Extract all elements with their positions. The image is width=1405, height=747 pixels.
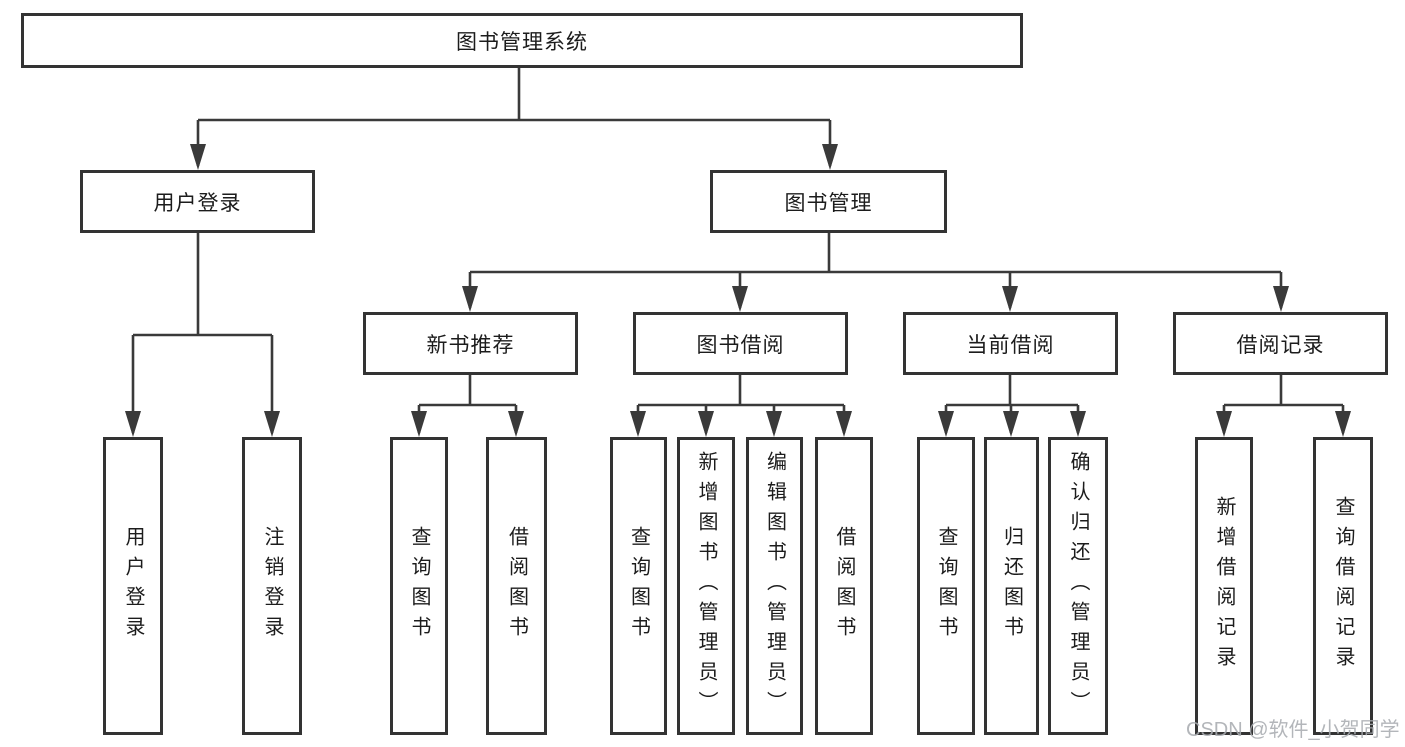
leaf-edit-book-admin: 编辑图书（管理员） [746,437,803,735]
leaf-confirm-return-admin: 确认归还（管理员） [1048,437,1108,735]
node-label: 借阅图书 [833,526,855,646]
node-book-management: 图书管理 [710,170,947,233]
node-label: 借阅图书 [505,526,528,646]
leaf-add-book-admin: 新增图书（管理员） [677,437,735,735]
node-label: 查询图书 [627,526,650,646]
node-label: 新增图书（管理员） [695,451,717,721]
leaf-return-book: 归还图书 [984,437,1039,735]
node-book-borrow: 图书借阅 [633,312,848,375]
leaf-borrow-books: 借阅图书 [815,437,873,735]
leaf-query-books-borrow: 查询图书 [610,437,667,735]
leaf-query-books-recommend: 查询图书 [390,437,448,735]
node-label: 图书管理 [784,191,873,215]
node-label: 查询图书 [935,526,957,646]
node-label: 图书借阅 [696,333,785,357]
node-label: 归还图书 [1000,526,1023,646]
node-label: 图书管理系统 [456,30,588,54]
leaf-logout: 注销登录 [242,437,302,735]
node-root: 图书管理系统 [21,13,1023,68]
arrowheads [125,144,1351,437]
node-label: 用户登录 [122,526,144,646]
node-label: 查询借阅记录 [1332,496,1354,676]
node-label: 确认归还（管理员） [1067,451,1089,721]
node-label: 新增借阅记录 [1213,496,1235,676]
node-label: 编辑图书（管理员） [763,451,786,721]
leaf-query-borrow-record: 查询借阅记录 [1313,437,1373,735]
leaf-query-books-current: 查询图书 [917,437,975,735]
node-current-borrow: 当前借阅 [903,312,1118,375]
node-label: 当前借阅 [966,333,1055,357]
node-new-book-recommend: 新书推荐 [363,312,578,375]
node-borrow-records: 借阅记录 [1173,312,1388,375]
node-label: 用户登录 [153,191,242,215]
leaf-add-borrow-record: 新增借阅记录 [1195,437,1253,735]
node-label: 查询图书 [408,526,430,646]
leaf-user-login: 用户登录 [103,437,163,735]
node-user-login-branch: 用户登录 [80,170,315,233]
connector-path [131,68,1345,433]
node-label: 新书推荐 [426,333,515,357]
node-label: 借阅记录 [1236,333,1325,357]
leaf-borrow-books-recommend: 借阅图书 [486,437,547,735]
csdn-watermark: CSDN @软件_小贺同学 [1186,719,1400,741]
node-label: 注销登录 [261,526,283,646]
